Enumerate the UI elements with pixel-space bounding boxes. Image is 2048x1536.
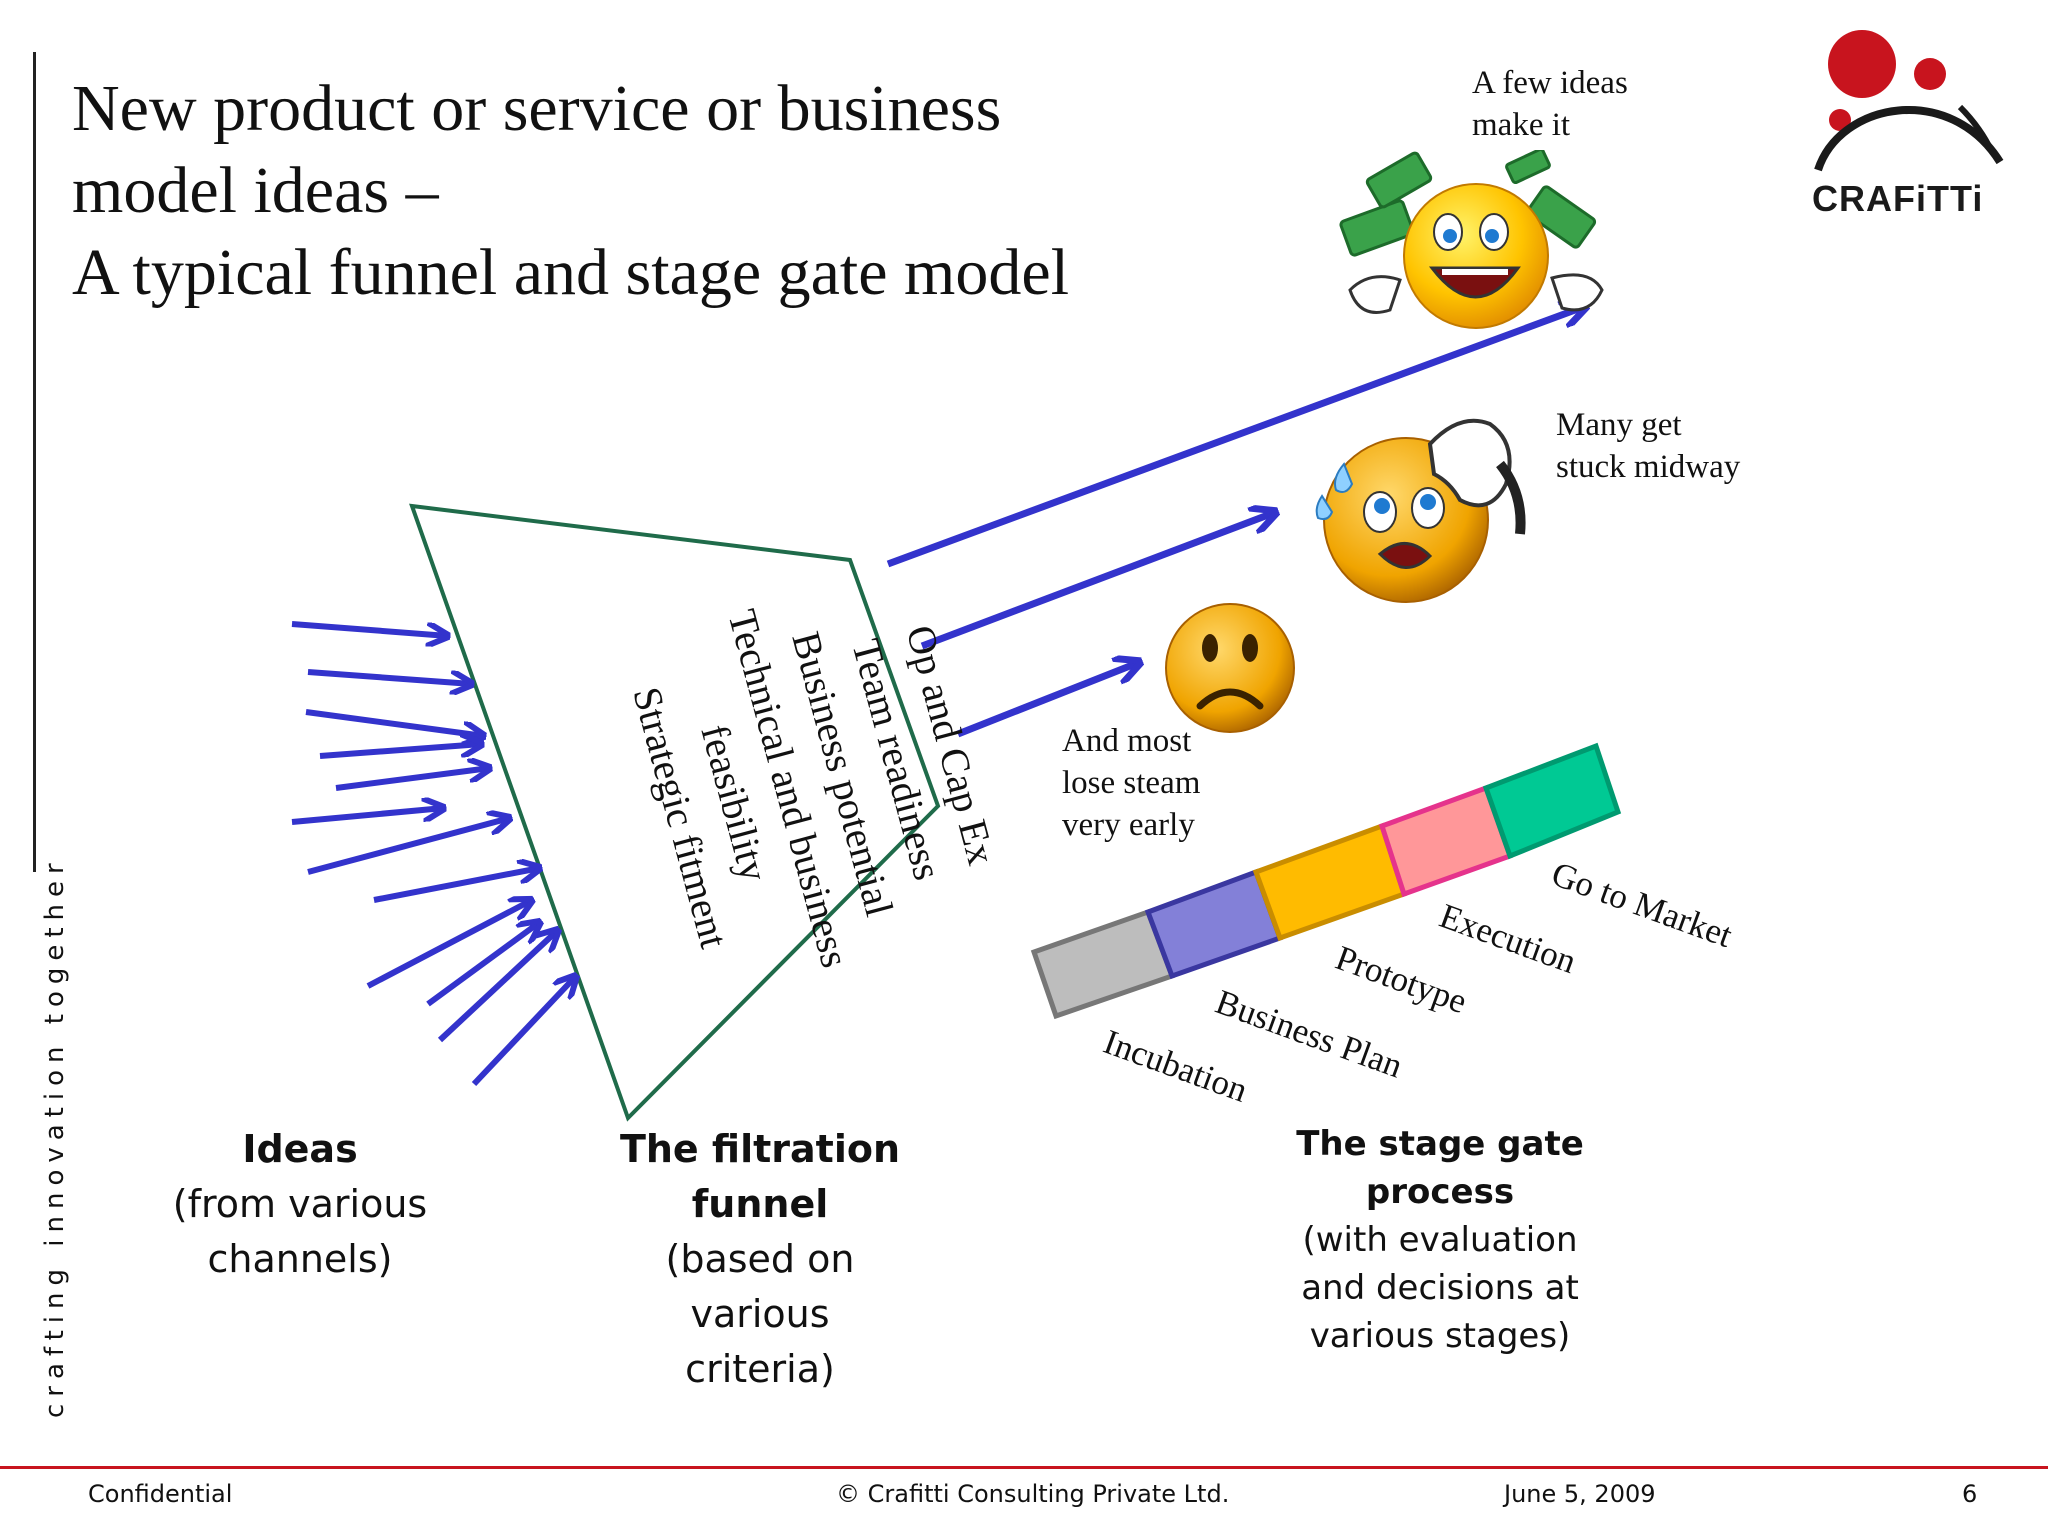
stage-gate-column: The stage gate process (with evaluation … xyxy=(1260,1120,1620,1360)
footer-date: June 5, 2009 xyxy=(1504,1480,1656,1508)
side-rule xyxy=(33,52,36,872)
footer-copyright: © Crafitti Consulting Private Ltd. xyxy=(836,1480,1230,1508)
footer-confidential: Confidential xyxy=(88,1480,233,1508)
funnel-diagram xyxy=(291,0,1622,1122)
funnel-column: The filtration funnel (based on various … xyxy=(600,1122,920,1397)
funnel-heading-line-2: funnel xyxy=(691,1182,829,1226)
outcome-arrows xyxy=(886,306,1586,738)
outcome-middle-caption: Many get stuck midway xyxy=(1556,407,1741,485)
ideas-column: Ideas (from various channels) xyxy=(140,1122,460,1287)
stage-gate-bar xyxy=(1030,742,1622,1020)
title-line-2: model ideas – xyxy=(72,154,439,227)
ideas-heading: Ideas xyxy=(242,1127,358,1171)
stage-go-to-market xyxy=(1482,742,1622,860)
stage-gate-heading-line-1: The stage gate xyxy=(1296,1124,1584,1164)
slide-title: New product or service or business model… xyxy=(72,68,1069,314)
filtration-funnel xyxy=(409,503,941,1122)
sweating-smiley-icon xyxy=(1315,418,1526,603)
sad-smiley-icon xyxy=(1165,603,1295,733)
crafitti-logo xyxy=(1814,30,2004,172)
stage-prototype xyxy=(1252,822,1408,942)
footer-rule xyxy=(0,1466,2048,1469)
footer-page-number: 6 xyxy=(1962,1480,1978,1508)
logo-wordmark: CRAFiTTi xyxy=(1812,178,1984,219)
money-smiley-icon xyxy=(1339,150,1604,329)
idea-arrows xyxy=(291,621,576,1087)
stage-gate-heading-line-2: process xyxy=(1365,1172,1515,1212)
title-line-3: A typical funnel and stage gate model xyxy=(72,236,1070,309)
funnel-heading-line-1: The filtration xyxy=(619,1127,901,1171)
title-line-1: New product or service or business xyxy=(72,72,1002,145)
outcome-top-caption: A few ideas make it xyxy=(1472,65,1628,143)
outcome-bottom-caption: And most lose steam very early xyxy=(1062,723,1201,843)
